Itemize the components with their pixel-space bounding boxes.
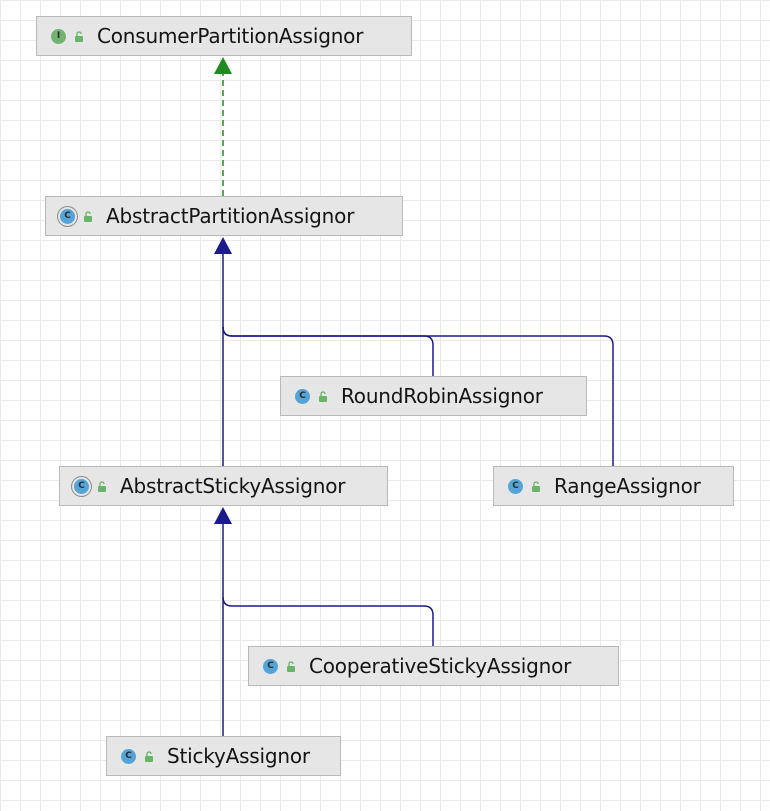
arrowhead-abstract-partition-assignor [214,237,232,254]
abstract-class-icon: C [60,208,75,224]
edge-cooperative-sticky-to-abstract-sticky [222,596,434,646]
unlocked-public-icon [98,480,106,492]
node-label: RangeAssignor [554,474,701,498]
unlocked-public-icon [532,480,540,492]
node-label: AbstractPartitionAssignor [106,204,355,228]
node-label: CooperativeStickyAssignor [309,654,572,678]
node-sticky-assignor[interactable]: C StickyAssignor [106,736,341,776]
unlocked-public-icon [84,210,92,222]
node-abstract-partition-assignor[interactable]: C AbstractPartitionAssignor [45,196,403,236]
interface-icon: I [51,28,66,44]
node-label: StickyAssignor [167,744,310,768]
arrowhead-abstract-sticky-assignor [214,507,232,524]
node-label: RoundRobinAssignor [341,384,543,408]
unlocked-public-icon [319,390,327,402]
node-range-assignor[interactable]: C RangeAssignor [493,466,734,506]
class-icon: C [121,748,136,764]
abstract-class-icon: C [74,478,89,494]
node-consumer-partition-assignor[interactable]: I ConsumerPartitionAssignor [36,16,412,56]
node-cooperative-sticky-assignor[interactable]: C CooperativeStickyAssignor [248,646,619,686]
edge-round-robin-to-abstract-partition [222,326,434,376]
node-label: ConsumerPartitionAssignor [97,24,364,48]
edge-range-to-abstract-partition [222,326,614,466]
unlocked-public-icon [75,30,83,42]
class-icon: C [508,478,523,494]
node-round-robin-assignor[interactable]: C RoundRobinAssignor [280,376,587,416]
class-icon: C [295,388,310,404]
unlocked-public-icon [145,750,153,762]
class-icon: C [263,658,278,674]
node-abstract-sticky-assignor[interactable]: C AbstractStickyAssignor [59,466,388,506]
arrowhead-consumer-partition-assignor [214,57,232,74]
unlocked-public-icon [287,660,295,672]
node-label: AbstractStickyAssignor [120,474,346,498]
